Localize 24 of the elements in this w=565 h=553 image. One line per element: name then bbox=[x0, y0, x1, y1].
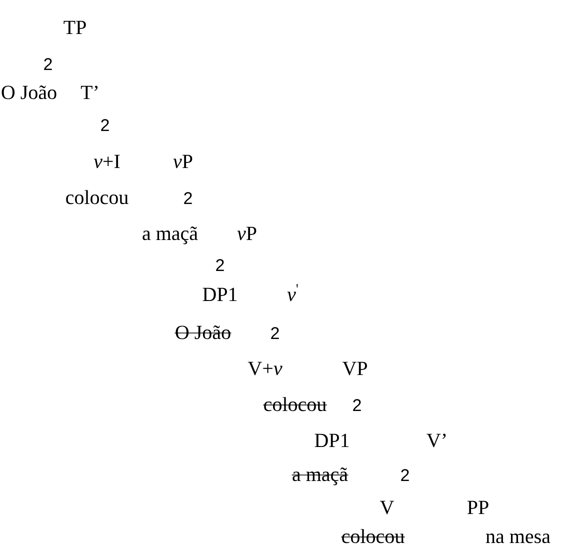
tree-label: PP bbox=[467, 500, 488, 514]
tree-label: a maçã bbox=[142, 226, 198, 244]
branch-symbol: 2 bbox=[271, 327, 279, 339]
branch-symbol: 2 bbox=[101, 119, 109, 131]
tree-label: DP1 bbox=[202, 288, 237, 302]
tree-label: DP1 bbox=[314, 434, 349, 448]
tree-label: T’ bbox=[80, 86, 98, 99]
tree-label: colocou bbox=[66, 190, 128, 204]
tree-label: V’ bbox=[426, 434, 446, 448]
branch-symbol: 2 bbox=[216, 259, 224, 271]
branch-symbol: 2 bbox=[44, 58, 52, 70]
branch-symbol: 2 bbox=[353, 399, 361, 411]
tree-label: V bbox=[380, 500, 394, 514]
tree-label: TP bbox=[64, 20, 86, 34]
tree-label: VP bbox=[342, 362, 367, 376]
tree-label: v+I bbox=[94, 154, 120, 168]
tree-label: $\textit{v}\mathrm{P}$ bbox=[237, 226, 256, 240]
tree-label: V+v bbox=[248, 362, 282, 376]
tree-label: O João bbox=[2, 86, 56, 100]
branch-symbol: 2 bbox=[401, 469, 409, 481]
tree-label: $\textit{v}\mathrm{P}$ bbox=[173, 154, 192, 168]
branch-symbol: 2 bbox=[184, 192, 192, 204]
tree-label: na mesa bbox=[486, 534, 550, 544]
tree-label: v$^{'}$ bbox=[287, 284, 298, 302]
